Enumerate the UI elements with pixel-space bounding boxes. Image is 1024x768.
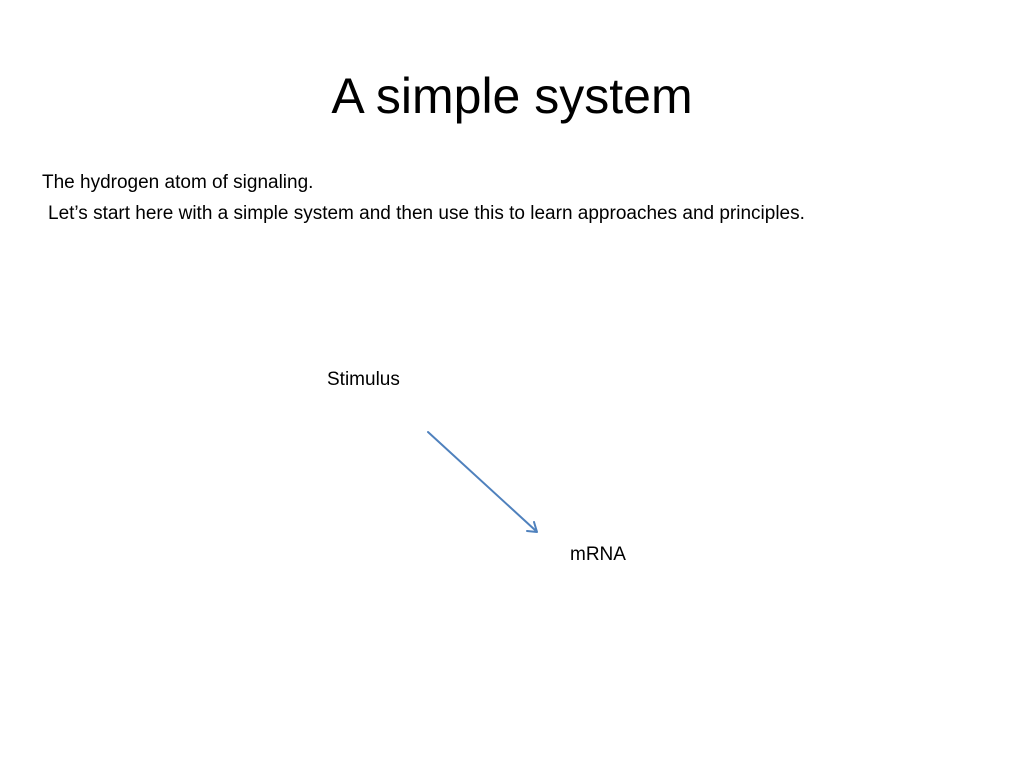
arrowhead-icon <box>526 521 538 533</box>
body-text: The hydrogen atom of signaling. Let’s st… <box>42 167 1002 229</box>
slide-title: A simple system <box>331 68 693 124</box>
body-line-1: The hydrogen atom of signaling. <box>42 172 314 193</box>
body-line-2: Let’s start here with a simple system an… <box>48 203 805 224</box>
stimulus-to-mrna-arrow <box>427 431 536 531</box>
stimulus-label: Stimulus <box>327 369 400 390</box>
mrna-label: mRNA <box>570 544 626 565</box>
